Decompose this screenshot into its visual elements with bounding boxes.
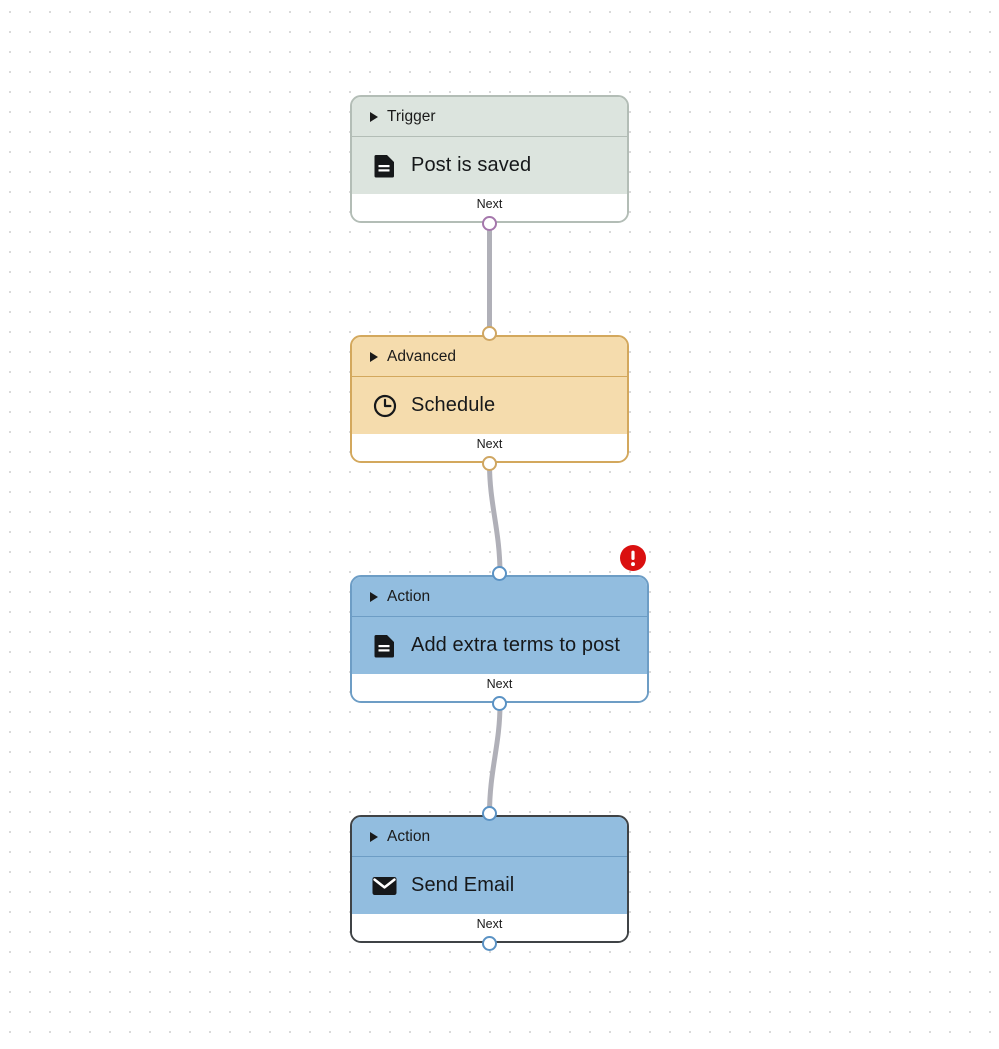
handle-send-email-bottom[interactable] [482, 936, 497, 951]
node-divider [352, 136, 627, 137]
node-title: Post is saved [411, 154, 532, 176]
node-footer-label: Next [476, 437, 503, 451]
handle-action-bottom[interactable] [492, 696, 507, 711]
node-divider [352, 616, 647, 617]
node-header-action[interactable]: Action [352, 577, 647, 616]
edge-advanced-to-action [487, 461, 503, 577]
chevron-right-icon[interactable] [370, 591, 378, 602]
node-action-add-extra-terms-to-post[interactable]: Action Add extra terms to post Next [350, 575, 649, 703]
chevron-right-icon[interactable] [370, 351, 378, 362]
node-category-label: Action [387, 587, 431, 605]
handle-action-top[interactable] [492, 566, 507, 581]
node-divider [352, 856, 627, 857]
node-category-label: Action [387, 827, 431, 845]
node-divider [352, 376, 627, 377]
node-footer-label: Next [476, 197, 503, 211]
document-icon [372, 153, 397, 178]
node-body-trigger[interactable]: Post is saved [352, 137, 627, 194]
node-header-advanced[interactable]: Advanced [352, 337, 627, 376]
chevron-right-icon[interactable] [370, 111, 378, 122]
error-badge[interactable] [620, 545, 646, 571]
clock-icon [372, 393, 397, 418]
node-action-send-email[interactable]: Action Send Email Next [350, 815, 629, 943]
node-advanced-schedule[interactable]: Advanced Schedule Next [350, 335, 629, 463]
handle-trigger-bottom[interactable] [482, 216, 497, 231]
node-body-advanced[interactable]: Schedule [352, 377, 627, 434]
node-body-send-email[interactable]: Send Email [352, 857, 627, 914]
node-header-trigger[interactable]: Trigger [352, 97, 627, 136]
document-icon [372, 633, 397, 658]
node-body-action[interactable]: Add extra terms to post [352, 617, 647, 674]
node-trigger-post-is-saved[interactable]: Trigger Post is saved Next [350, 95, 629, 223]
chevron-right-icon[interactable] [370, 831, 378, 842]
edge-action-to-send-email [487, 701, 503, 817]
node-title: Send Email [411, 874, 515, 896]
handle-advanced-top[interactable] [482, 326, 497, 341]
handle-send-email-top[interactable] [482, 806, 497, 821]
node-category-label: Advanced [387, 347, 456, 365]
node-category-label: Trigger [387, 107, 436, 125]
node-header-send-email[interactable]: Action [352, 817, 627, 856]
node-footer-label: Next [486, 677, 513, 691]
node-title: Schedule [411, 394, 496, 416]
node-footer-label: Next [476, 917, 503, 931]
handle-advanced-bottom[interactable] [482, 456, 497, 471]
node-title: Add extra terms to post [411, 634, 621, 656]
envelope-icon [372, 873, 397, 898]
